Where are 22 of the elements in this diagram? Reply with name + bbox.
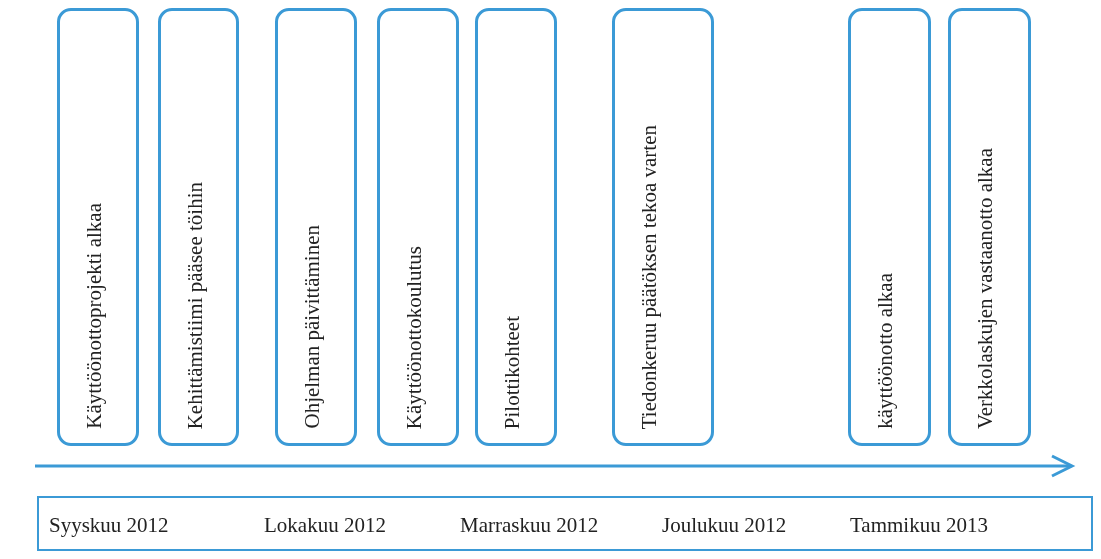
event-text: Käyttöönottoprojekti alkaa	[82, 203, 107, 429]
month-label: Syyskuu 2012	[49, 513, 169, 538]
event-text: Käyttöönottokoulutus	[402, 245, 427, 429]
event-text: Pilottikohteet	[500, 315, 525, 429]
event-text: Tiedonkeruu päätöksen tekoa varten	[637, 124, 662, 429]
event-card	[57, 8, 139, 446]
event-card	[612, 8, 714, 446]
month-label: Joulukuu 2012	[662, 513, 787, 538]
month-label: Marraskuu 2012	[460, 513, 599, 538]
event-card	[275, 8, 357, 446]
event-text: Verkkolaskujen vastaanotto alkaa	[973, 147, 998, 429]
event-text: Ohjelman päivittäminen	[300, 225, 325, 429]
event-card	[377, 8, 459, 446]
month-bar	[37, 496, 1093, 551]
event-text: Kehittämistiimi pääsee töihin	[183, 181, 208, 429]
event-text: käyttöönotto alkaa	[873, 273, 898, 429]
event-card	[848, 8, 931, 446]
month-label: Tammikuu 2013	[850, 513, 988, 538]
event-card	[158, 8, 239, 446]
event-card	[948, 8, 1031, 446]
month-label: Lokakuu 2012	[264, 513, 386, 538]
event-card	[475, 8, 557, 446]
